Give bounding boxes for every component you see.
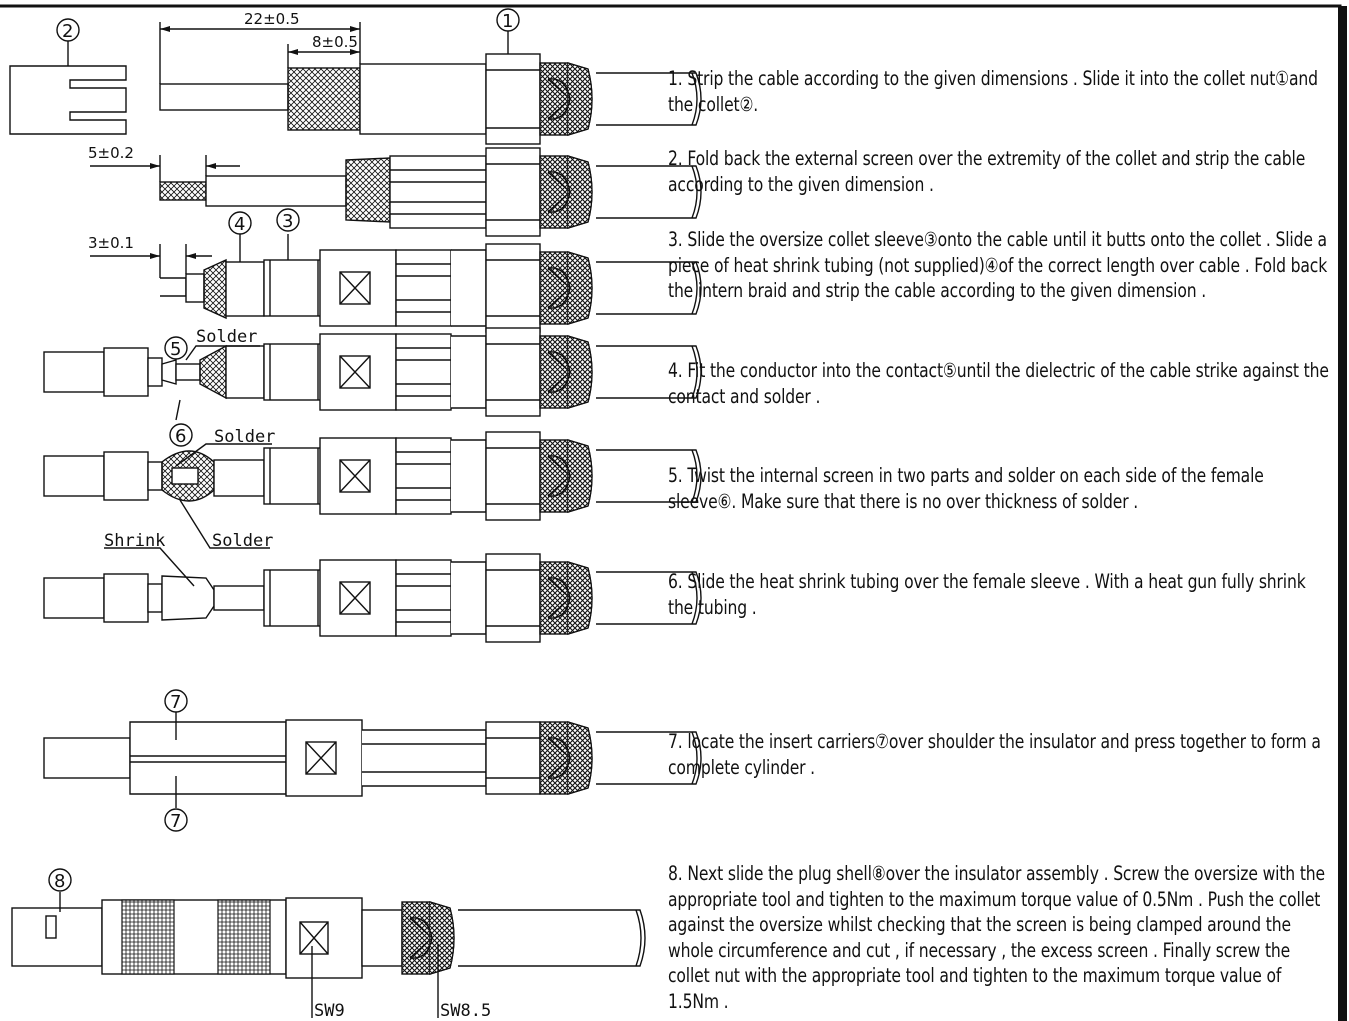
step5-figure: Solder Solder: [43, 427, 702, 551]
dim-8: 8±0.5: [312, 33, 358, 51]
step7-figure: [43, 712, 702, 808]
step-3-text: 3. Slide the oversize collet sleeve③onto…: [668, 228, 1328, 302]
label-solder-1: Solder: [196, 327, 257, 347]
svg-text:8: 8: [54, 871, 65, 892]
dim-3: 3±0.1: [88, 234, 134, 252]
label-solder-2: Solder: [214, 427, 275, 447]
step8-figure: SW9 SW8.5: [11, 892, 646, 1021]
callout-7b: 7: [164, 808, 188, 832]
svg-text:7: 7: [170, 692, 181, 713]
callout-3: 3: [276, 208, 300, 232]
svg-text:7: 7: [170, 811, 181, 832]
step-8-text: 8. Next slide the plug shell⑧over the in…: [668, 862, 1325, 1013]
dim-22: 22±0.5: [244, 10, 300, 28]
label-shrink: Shrink: [104, 531, 165, 551]
step-5-text: 5. Twist the internal screen in two part…: [668, 464, 1264, 513]
label-solder-3: Solder: [212, 531, 273, 551]
step4-figure: Solder: [43, 327, 702, 421]
label-sw85: SW8.5: [440, 1001, 491, 1021]
svg-text:3: 3: [282, 211, 293, 232]
callout-2: 2: [56, 18, 80, 66]
step-1-text: 1. Strip the cable according to the give…: [668, 67, 1318, 116]
step6-figure: Shrink: [43, 531, 702, 643]
svg-text:4: 4: [234, 214, 245, 235]
svg-text:1: 1: [502, 11, 513, 32]
callout-4: 4: [228, 211, 252, 235]
callout-5: 5: [164, 336, 188, 360]
step2-figure: 5±0.2: [88, 144, 702, 237]
callout-1: 1: [496, 8, 520, 54]
callout-8: 8: [48, 868, 72, 892]
step-7-text: 7. locate the insert carriers⑦over shoul…: [668, 730, 1321, 779]
svg-text:2: 2: [62, 21, 73, 42]
step-2-text: 2. Fold back the external screen over th…: [668, 147, 1306, 196]
label-sw9: SW9: [314, 1001, 345, 1021]
step1-figure: 22±0.5 8±0.5: [9, 10, 702, 145]
dim-5: 5±0.2: [88, 144, 134, 162]
callout-7a: 7: [164, 689, 188, 713]
svg-text:6: 6: [175, 426, 186, 447]
svg-text:5: 5: [170, 339, 181, 360]
step3-figure: 3±0.1: [88, 234, 702, 333]
step-4-text: 4. Fit the conductor into the contact⑤un…: [668, 359, 1329, 408]
callout-6: 6: [169, 423, 193, 447]
step-6-text: 6. Slide the heat shrink tubing over the…: [668, 570, 1306, 619]
